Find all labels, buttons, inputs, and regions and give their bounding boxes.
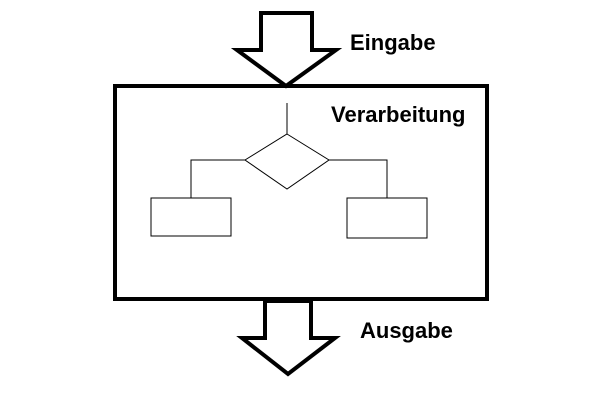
decision-diamond: [244, 133, 330, 190]
input-arrow: [230, 11, 343, 89]
left-process-rect: [150, 197, 232, 237]
process-label: Verarbeitung: [331, 102, 465, 127]
output-label: Ausgabe: [360, 318, 453, 343]
left-branch-line: [190, 159, 245, 198]
right-branch-line: [329, 159, 388, 198]
right-process-rect: [346, 197, 428, 239]
output-arrow: [236, 299, 341, 377]
flowchart: [150, 103, 428, 239]
input-label: Eingabe: [350, 30, 436, 55]
